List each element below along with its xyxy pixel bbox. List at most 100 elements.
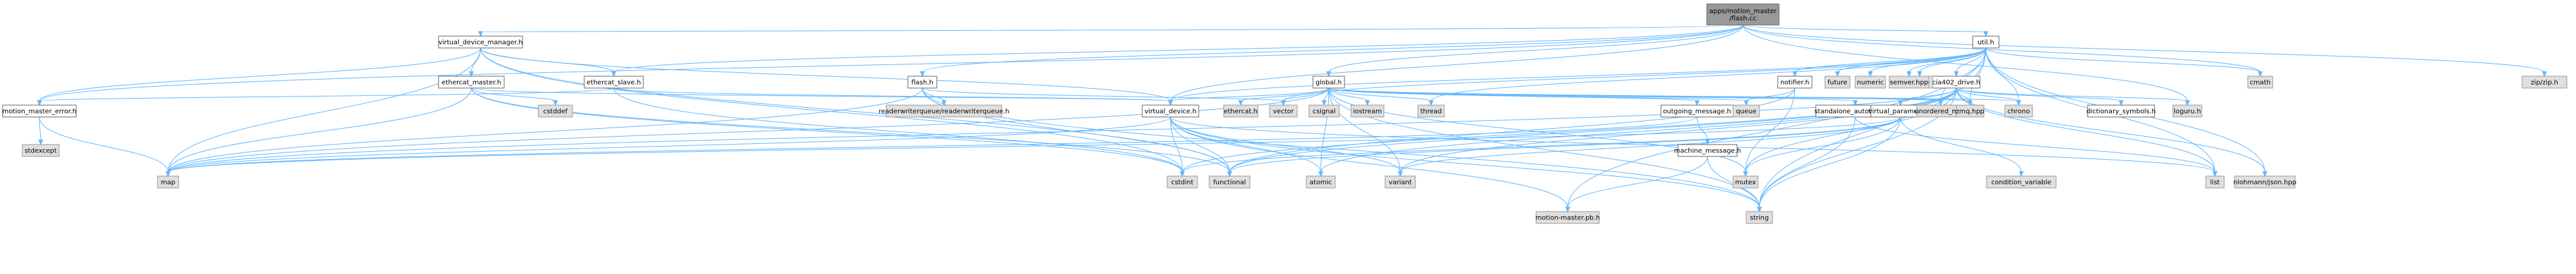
- node-box: [1732, 104, 1760, 118]
- edge-vdm-to-functional: [480, 47, 1232, 177]
- node-label: global.h: [1316, 80, 1342, 87]
- node-variant: variant: [1385, 175, 1416, 189]
- edge-util-to-cmath: [1985, 47, 2263, 78]
- node-zmq: zmq.hpp: [1956, 104, 1985, 118]
- node-cstdint: cstdint: [1167, 175, 1198, 189]
- node-semver: semver.hpp: [1889, 76, 1929, 89]
- node-label: thread: [1421, 108, 1442, 116]
- node-cia402[interactable]: cia402_drive.h: [1932, 76, 1981, 89]
- node-box: [1308, 104, 1340, 118]
- node-list: list: [2205, 175, 2225, 189]
- node-box: [1706, 3, 1780, 26]
- node-label: unordered_map: [1915, 108, 1967, 116]
- node-atomic: atomic: [1306, 175, 1336, 189]
- node-mme[interactable]: motion_master_error.h: [2, 104, 77, 118]
- node-label: cmath: [2250, 80, 2271, 87]
- edge-root-to-mme: [37, 24, 1744, 106]
- edge-notifier-to-mutex: [1743, 87, 1795, 177]
- node-box: [886, 104, 1002, 118]
- edge-mme-to-stdexcept: [38, 116, 43, 146]
- node-box: [1732, 175, 1759, 189]
- edge-vp-to-map: [165, 116, 1901, 177]
- node-label: zmq.hpp: [1956, 108, 1985, 116]
- edge-sa-to-string: [1757, 116, 1856, 213]
- edge-root-to-cmath: [1742, 24, 2263, 78]
- node-box: [1417, 104, 1445, 118]
- edge-root-to-vdm: [478, 24, 1744, 37]
- node-label: mutex: [1735, 179, 1756, 187]
- node-vector: vector: [1269, 104, 1298, 118]
- node-label: iostream: [1353, 108, 1382, 116]
- node-label: cstddef: [544, 108, 568, 116]
- edge-util-to-vector: [1281, 47, 1986, 106]
- node-omm[interactable]: outgoing_message.h: [1660, 104, 1734, 118]
- node-vdev[interactable]: virtual_device.h: [1142, 104, 1199, 118]
- node-label: util.h: [1977, 39, 1994, 47]
- node-label: vector: [1273, 108, 1295, 116]
- edge-vp-to-mutex: [1743, 116, 1901, 177]
- edge-sa-to-list: [1855, 116, 2218, 177]
- node-iostream: iostream: [1350, 104, 1385, 118]
- node-cmath: cmath: [2247, 76, 2273, 89]
- node-eths[interactable]: ethercat_slave.h: [584, 76, 644, 89]
- node-box: [1167, 175, 1198, 189]
- node-box: [2087, 104, 2155, 118]
- edge-eths-to-cstdint: [613, 87, 1185, 177]
- node-ds[interactable]: dictionary_symbols.h: [2086, 104, 2156, 118]
- edge-vdm-to-eths: [480, 47, 616, 78]
- edge-cia402-to-list: [1956, 87, 2218, 177]
- node-label: notifier.h: [1780, 80, 1809, 87]
- node-global[interactable]: global.h: [1312, 76, 1345, 89]
- node-flashh[interactable]: flash.h: [907, 76, 937, 89]
- node-thread: thread: [1417, 104, 1445, 118]
- node-label: map: [161, 179, 175, 187]
- node-box: [1269, 104, 1298, 118]
- node-csignal: csignal: [1308, 104, 1340, 118]
- edge-cia402-to-umap: [1938, 87, 1957, 106]
- edge-vdev-to-mmpb: [1170, 116, 1570, 213]
- node-box: [1972, 35, 2000, 49]
- edge-vp-to-variant: [1398, 116, 1901, 177]
- edge-eths-to-mme: [37, 87, 614, 106]
- node-box: [1855, 76, 1886, 89]
- node-ethm[interactable]: ethercat_master.h: [438, 76, 505, 89]
- node-label: standalone_autotuning.h: [1814, 108, 1897, 116]
- node-chrono: chrono: [2004, 104, 2033, 118]
- node-box: [2522, 76, 2567, 89]
- node-box: [22, 144, 60, 157]
- edge-cia402-to-chrono: [1956, 87, 2021, 106]
- node-box: [1312, 76, 1345, 89]
- edge-cia402-to-cstdint: [1180, 87, 1957, 177]
- node-mm[interactable]: machine_message.h: [1674, 144, 1741, 157]
- edge-omm-to-map: [165, 116, 1698, 177]
- node-box: [2234, 175, 2296, 189]
- node-vdm[interactable]: virtual_device_manager.h: [438, 35, 523, 49]
- node-loguru: loguru.h: [2172, 104, 2202, 118]
- node-label: virtual_device.h: [1144, 108, 1196, 116]
- node-label: apps/motion_master: [1709, 8, 1778, 15]
- node-label: virtual_device_manager.h: [439, 39, 523, 47]
- node-label: motion_master_error.h: [2, 108, 76, 116]
- edge-vp-to-cstdint: [1180, 116, 1901, 177]
- edge-vp-to-functional: [1227, 116, 1901, 177]
- node-label: dictionary_symbols.h: [2086, 108, 2156, 116]
- node-label: numeric: [1857, 80, 1884, 87]
- node-box: [1677, 144, 1738, 157]
- node-zip: zip/zip.h: [2522, 76, 2567, 89]
- node-util[interactable]: util.h: [1972, 35, 2000, 49]
- node-string: string: [1746, 211, 1773, 224]
- node-label: cia402_drive.h: [1932, 80, 1980, 87]
- edge-vdm-to-cstdint: [480, 47, 1185, 177]
- edge-cia402-to-loguru: [1956, 87, 2190, 106]
- node-box: [438, 76, 505, 89]
- edge-notifier-to-queue: [1744, 87, 1795, 106]
- edge-global-to-mutex: [1328, 87, 1748, 177]
- edge-util-to-cia402: [1954, 47, 1986, 78]
- node-root[interactable]: apps/motion_master/flash.cc: [1706, 3, 1780, 26]
- node-label: queue: [1736, 108, 1756, 116]
- node-notifier[interactable]: notifier.h: [1777, 76, 1813, 89]
- edge-global-to-ethercat: [1238, 87, 1329, 106]
- node-label: stdexcept: [24, 148, 56, 155]
- edge-util-to-semver: [1906, 47, 1986, 78]
